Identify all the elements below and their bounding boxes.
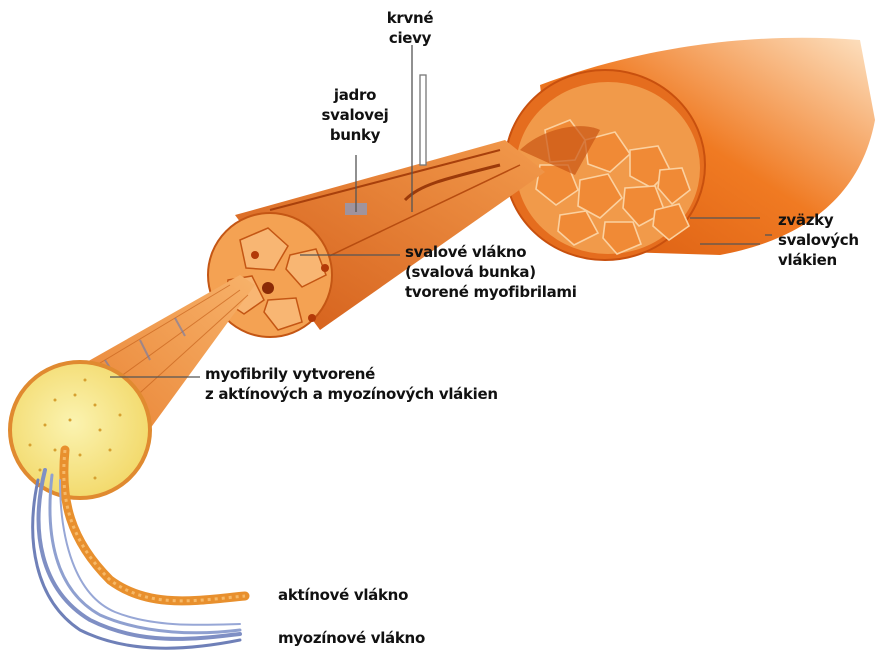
myofibril-cross-section (10, 362, 150, 498)
label-myosin: myozínové vlákno (278, 628, 425, 648)
label-fiber-bundles: zväzky svalových vlákien (778, 210, 859, 270)
label-actin: aktínové vlákno (278, 585, 408, 605)
label-myofibrils: myofibrily vytvorené z aktínových a myoz… (205, 364, 498, 404)
label-blood-vessels: krvné cievy (370, 8, 450, 48)
muscle-fascicle (208, 140, 545, 337)
label-muscle-fiber: svalové vlákno (svalová bunka) tvorené m… (405, 242, 577, 302)
label-cell-nucleus: jadro svalovej bunky (300, 85, 410, 145)
